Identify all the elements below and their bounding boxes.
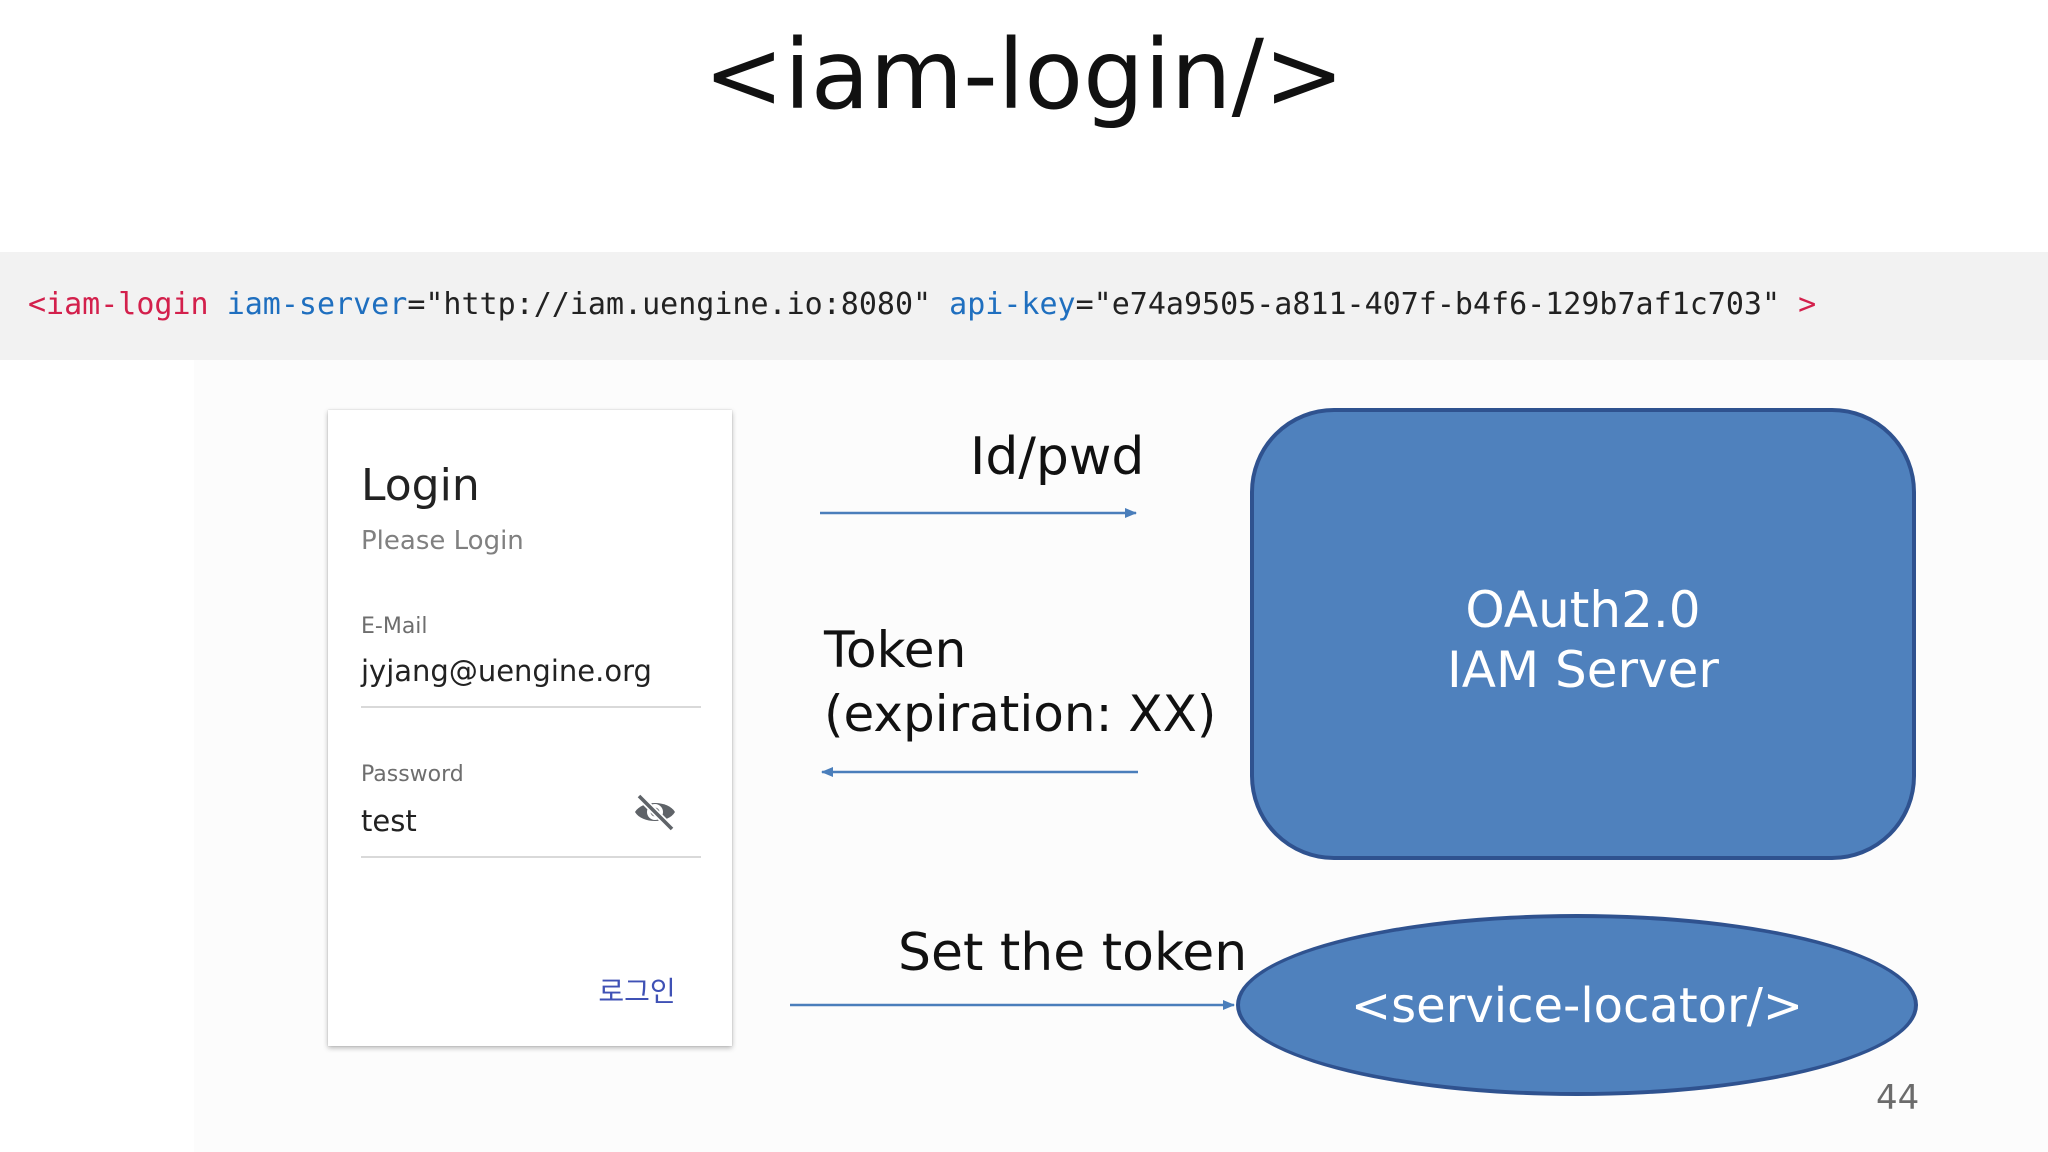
page-number: 44: [1876, 1078, 1920, 1118]
eye-off-icon[interactable]: [632, 792, 678, 832]
code-value-api-key: "e74a9505-a811-407f-b4f6-129b7af1c703": [1093, 287, 1781, 322]
password-field[interactable]: test: [361, 804, 417, 838]
set-token-label: Set the token: [898, 923, 1248, 983]
response-arrow-label: Token (expiration: XX): [824, 618, 1216, 746]
code-attr-api-key: api-key: [949, 287, 1076, 322]
code-equals: =: [407, 287, 426, 322]
login-card: Login Please Login E-Mail jyjang@uengine…: [328, 410, 732, 1046]
request-arrow-label: Id/pwd: [970, 427, 1145, 487]
login-card-title: Login: [361, 460, 480, 511]
server-label-line2: IAM Server: [1447, 641, 1719, 699]
email-field[interactable]: jyjang@uengine.org: [361, 654, 652, 688]
iam-server-box: OAuth2.0 IAM Server: [1250, 408, 1916, 860]
code-tag-close: >: [1798, 287, 1817, 322]
server-label-line1: OAuth2.0: [1465, 581, 1701, 639]
login-button[interactable]: 로그인: [598, 975, 676, 1008]
code-value-iam-server: "http://iam.uengine.io:8080": [425, 287, 932, 322]
email-label: E-Mail: [361, 614, 428, 639]
code-line: <iam-login iam-server="http://iam.uengin…: [28, 280, 1816, 330]
email-underline: [361, 706, 701, 708]
code-attr-iam-server: iam-server: [226, 287, 408, 322]
code-equals: =: [1075, 287, 1094, 322]
login-card-subtitle: Please Login: [361, 526, 524, 556]
password-underline: [361, 856, 701, 858]
service-locator-label: <service-locator/>: [1350, 978, 1804, 1034]
response-label-line1: Token: [824, 621, 967, 679]
response-label-line2: (expiration: XX): [824, 685, 1217, 743]
password-label: Password: [361, 762, 464, 787]
service-locator-ellipse: <service-locator/>: [1236, 914, 1918, 1096]
code-snippet: <iam-login iam-server="http://iam.uengin…: [0, 252, 2048, 360]
code-tag-open: <iam-login: [28, 287, 209, 322]
slide-title: <iam-login/>: [703, 19, 1345, 131]
